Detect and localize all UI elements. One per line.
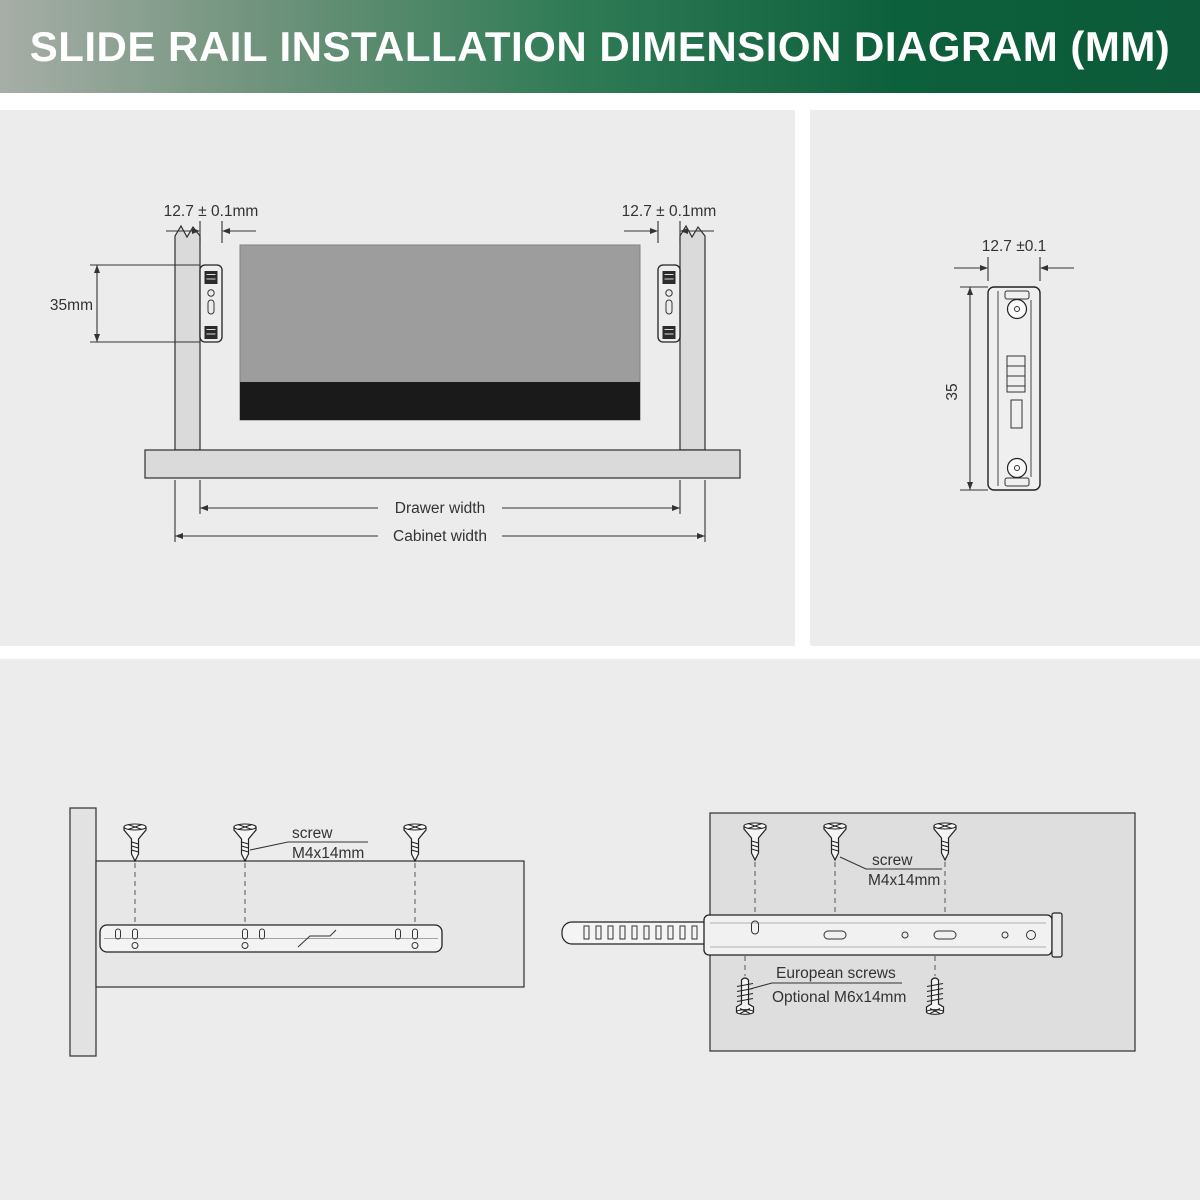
- cabinet-mount-diagram: screw M4x14mm: [69, 807, 525, 1057]
- profile-width-dim-text: 12.7 ±0.1: [982, 238, 1047, 255]
- title-banner: SLIDE RAIL INSTALLATION DIMENSION DIAGRA…: [0, 0, 1200, 93]
- cabinet-bottom-board: [144, 449, 741, 479]
- right-gap-dim-text: 12.7 ± 0.1mm: [622, 203, 717, 220]
- outer-rail-icon: [703, 912, 1063, 958]
- cabinet-rail-icon: [99, 924, 443, 953]
- european-screw-spec: Optional M6x14mm: [772, 989, 906, 1006]
- front-view-diagram: 12.7 ± 0.1mm 12.7 ± 0.1mm 35mm: [50, 203, 741, 545]
- installation-diagram: screw M4x14mm: [69, 807, 1136, 1057]
- screw-icon: [403, 823, 427, 862]
- drawer-mount-diagram: screw M4x14mm European screws Optional M…: [561, 812, 1136, 1052]
- european-screw-label: European screws: [776, 965, 896, 982]
- dimension-cabinet-width: Cabinet width: [174, 480, 706, 545]
- european-screw-callout: European screws Optional M6x14mm: [749, 965, 906, 1006]
- left-gap-dim-text: 12.7 ± 0.1mm: [164, 203, 259, 220]
- slide-rail-left-icon: [199, 264, 223, 343]
- rail-height-dim-text: 35mm: [50, 297, 93, 314]
- drawer-screw-label: screw: [872, 852, 913, 869]
- drawer-screw-spec: M4x14mm: [868, 872, 940, 889]
- page-title: SLIDE RAIL INSTALLATION DIMENSION DIAGRA…: [29, 22, 1171, 70]
- cabinet-right-side-panel: [679, 224, 706, 451]
- dimension-drawer-width: Drawer width: [199, 480, 681, 517]
- drawer-box: [239, 244, 641, 421]
- screw-icon: [123, 823, 147, 862]
- cabinet-screw-callout: screw M4x14mm: [249, 825, 368, 862]
- installation-panel: screw M4x14mm: [0, 659, 1200, 1200]
- profile-height-dim-text: 35: [944, 383, 961, 400]
- dimension-rail-height: 35mm: [50, 264, 200, 343]
- cabinet-side-board: [95, 860, 525, 988]
- drawer-dark-strip: [240, 382, 640, 420]
- cabinet-screw-label: screw: [292, 825, 333, 842]
- drawer-width-label: Drawer width: [395, 500, 485, 517]
- cabinet-left-side-panel: [174, 224, 201, 451]
- slide-rail-right-icon: [657, 264, 681, 343]
- dimension-profile-height: 35: [944, 286, 988, 491]
- screw-icon: [233, 823, 257, 862]
- cabinet-width-label: Cabinet width: [393, 528, 487, 545]
- drawer-screw-callout: screw M4x14mm: [839, 852, 942, 889]
- dimension-left-gap: 12.7 ± 0.1mm: [164, 203, 259, 243]
- profile-view-diagram: 12.7 ±0.1 35: [944, 238, 1074, 491]
- profile-view-panel: 12.7 ±0.1 35: [810, 110, 1200, 646]
- cabinet-screw-spec: M4x14mm: [292, 845, 364, 862]
- rail-profile-icon: [987, 286, 1041, 491]
- front-view-panel: 12.7 ± 0.1mm 12.7 ± 0.1mm 35mm: [0, 110, 795, 646]
- dimension-profile-width: 12.7 ±0.1: [954, 238, 1074, 281]
- dimension-right-gap: 12.7 ± 0.1mm: [622, 203, 717, 243]
- cabinet-front-edge-board: [69, 807, 97, 1057]
